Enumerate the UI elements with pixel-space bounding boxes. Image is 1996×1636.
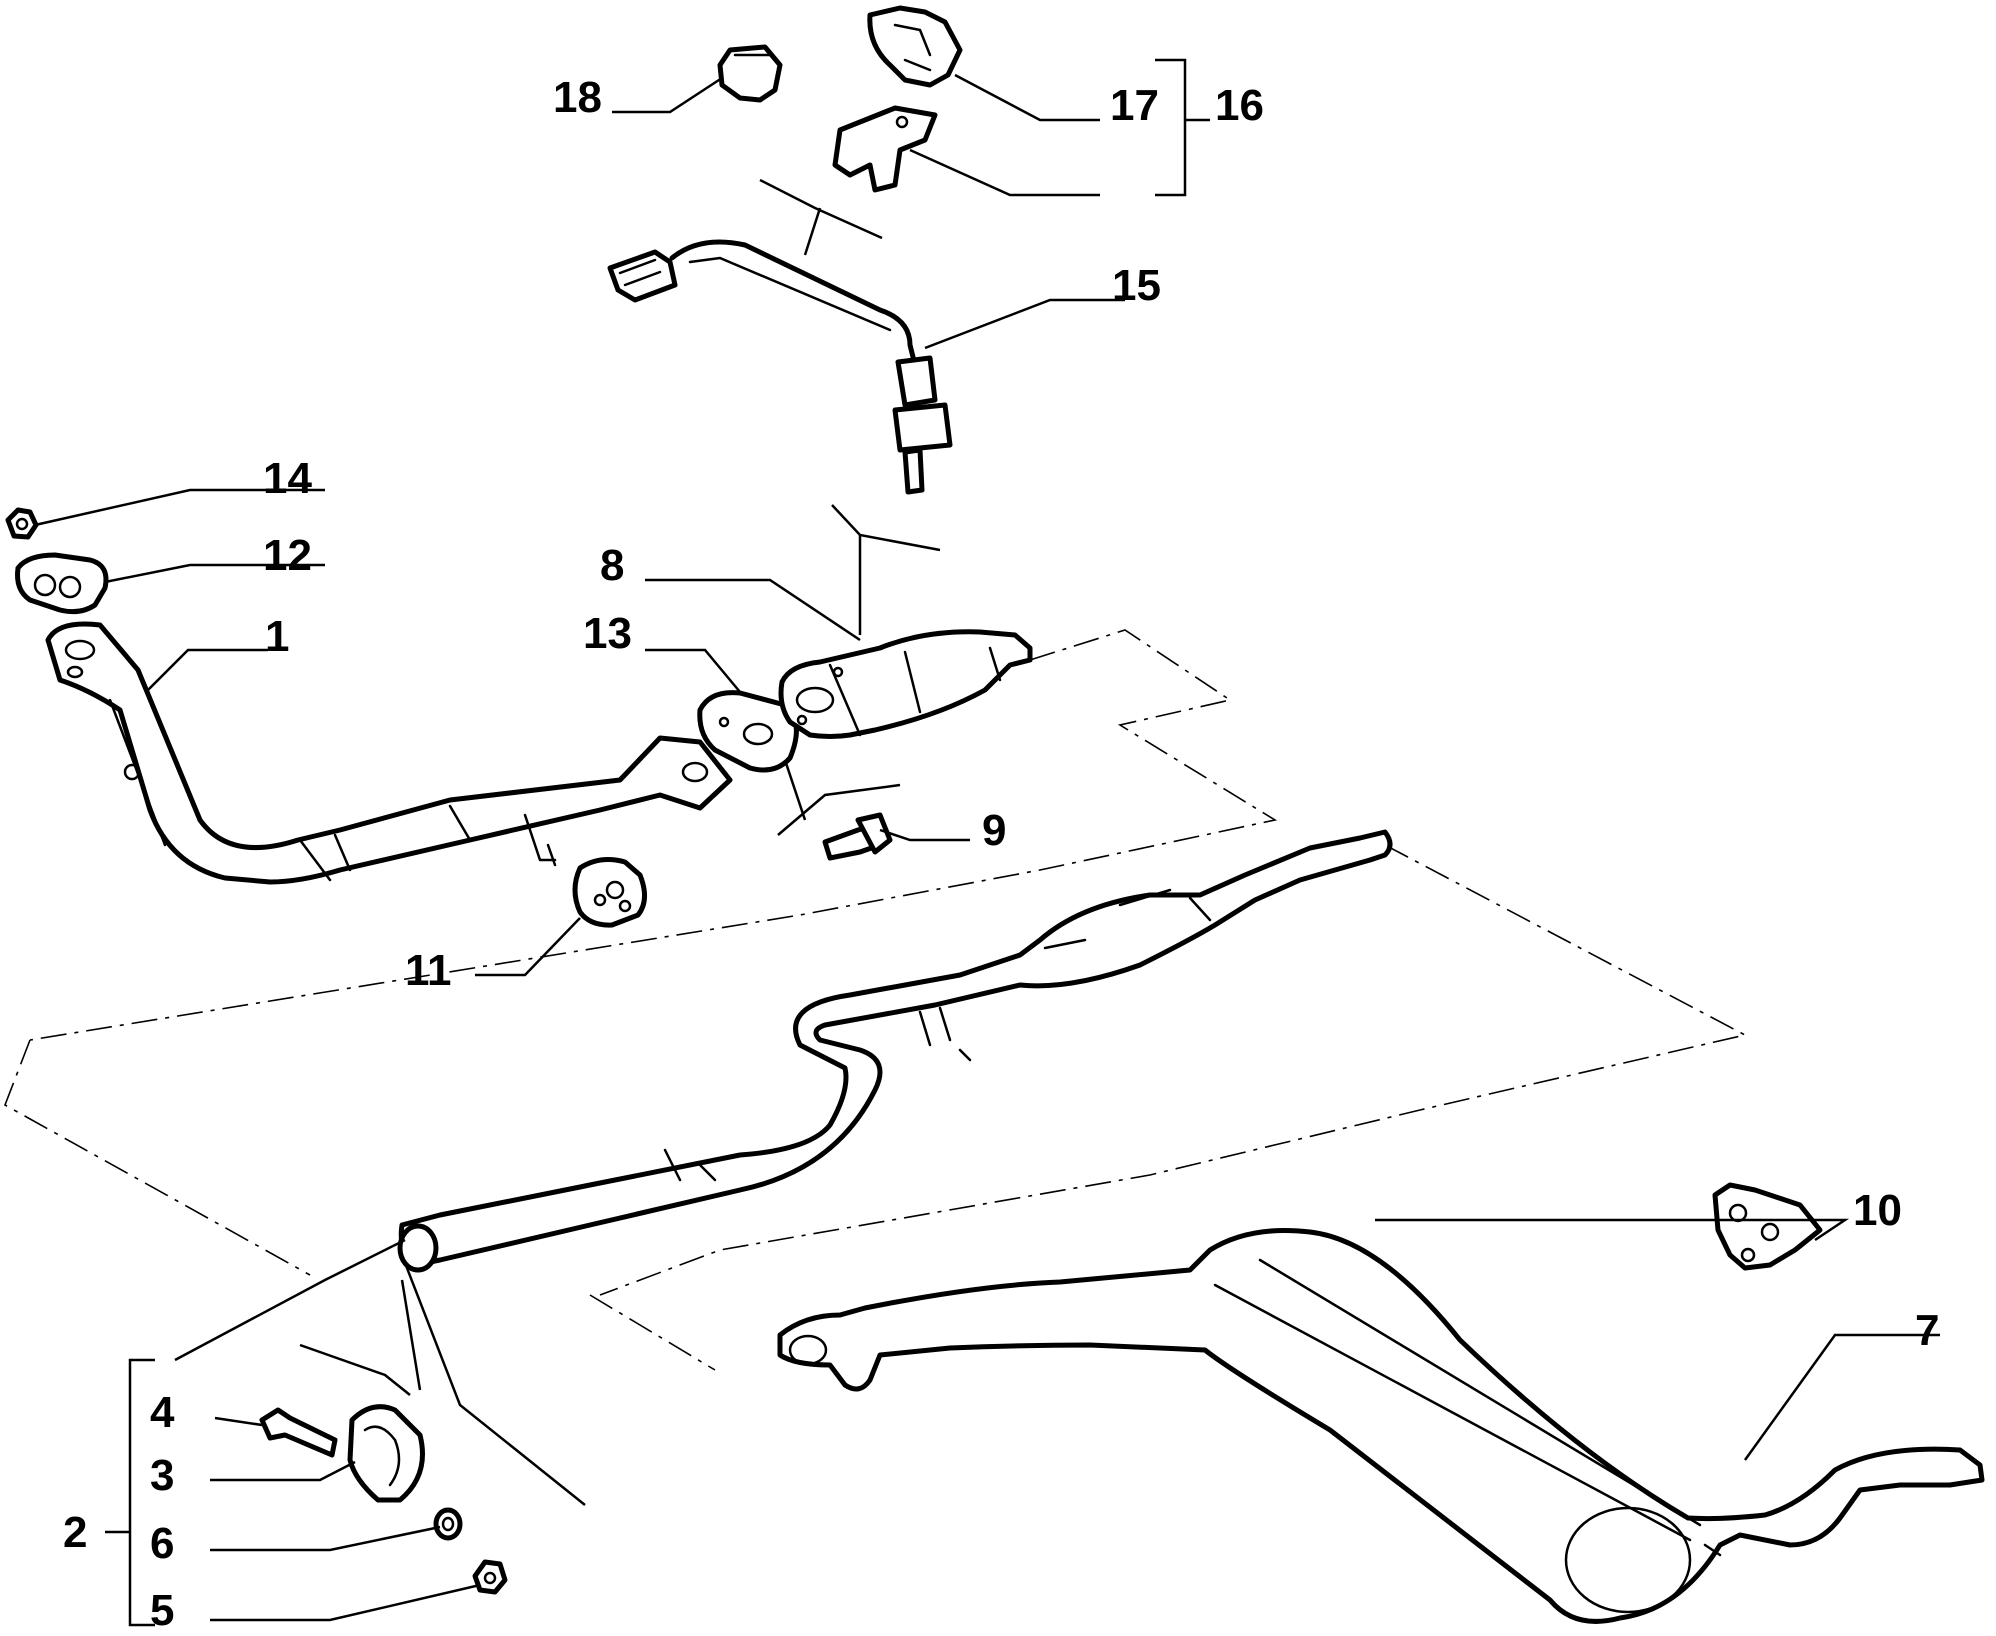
rubber-cap [717, 44, 783, 103]
callout-15: 15 [1112, 261, 1161, 310]
rubber-hanger [1712, 1182, 1823, 1271]
catalytic-converter [778, 629, 1033, 739]
flange-nut [5, 507, 39, 540]
bracket [832, 105, 938, 193]
sensor-clip [867, 5, 963, 88]
front-exhaust-pipe [45, 621, 733, 885]
pipe-clamp [347, 1404, 425, 1503]
callout-labels: 18 17 16 15 14 12 1 8 13 9 11 10 7 4 3 2… [63, 73, 1939, 1635]
callout-8: 8 [600, 541, 624, 590]
callout-13: 13 [583, 609, 632, 658]
callout-9: 9 [982, 806, 1006, 855]
clamp-bolt [259, 1407, 338, 1458]
clamp-washer [433, 1507, 463, 1541]
callout-11: 11 [405, 946, 452, 995]
callout-3: 3 [150, 1451, 174, 1500]
callout-12: 12 [263, 531, 312, 580]
callout-1: 1 [265, 612, 289, 661]
center-exhaust-pipe [397, 829, 1393, 1273]
leader-lines [34, 58, 1940, 1627]
callout-14: 14 [263, 454, 312, 503]
manifold-gasket [15, 552, 109, 615]
rubber-mount [572, 857, 647, 928]
rear-silencer [777, 1228, 1985, 1624]
callout-4: 4 [150, 1388, 175, 1437]
callout-16: 16 [1215, 81, 1264, 130]
callout-17: 17 [1110, 81, 1159, 130]
callout-7: 7 [1915, 1306, 1939, 1355]
callout-2: 2 [63, 1508, 87, 1557]
converter-gasket [697, 690, 799, 773]
assembly-outlines [4, 629, 1748, 1371]
bolt [822, 812, 893, 861]
callout-18: 18 [553, 73, 602, 122]
callout-10: 10 [1853, 1186, 1902, 1235]
callout-5: 5 [150, 1586, 174, 1635]
clamp-nut [472, 1559, 508, 1595]
callout-6: 6 [150, 1519, 174, 1568]
oxygen-sensor [607, 239, 953, 495]
